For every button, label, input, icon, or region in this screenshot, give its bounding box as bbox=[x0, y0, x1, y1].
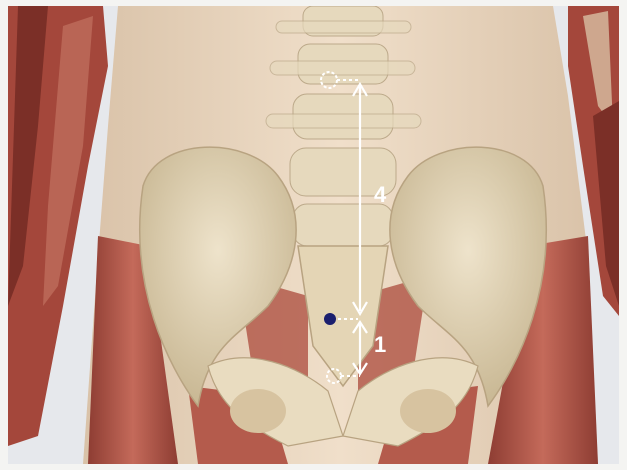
anatomy-illustration: 4 1 bbox=[8, 6, 619, 464]
upper-span-label: 4 bbox=[374, 182, 387, 207]
anatomy-figure: 4 1 bbox=[8, 6, 619, 464]
acupoint-dot bbox=[324, 313, 336, 325]
lower-span-label: 1 bbox=[374, 332, 386, 357]
